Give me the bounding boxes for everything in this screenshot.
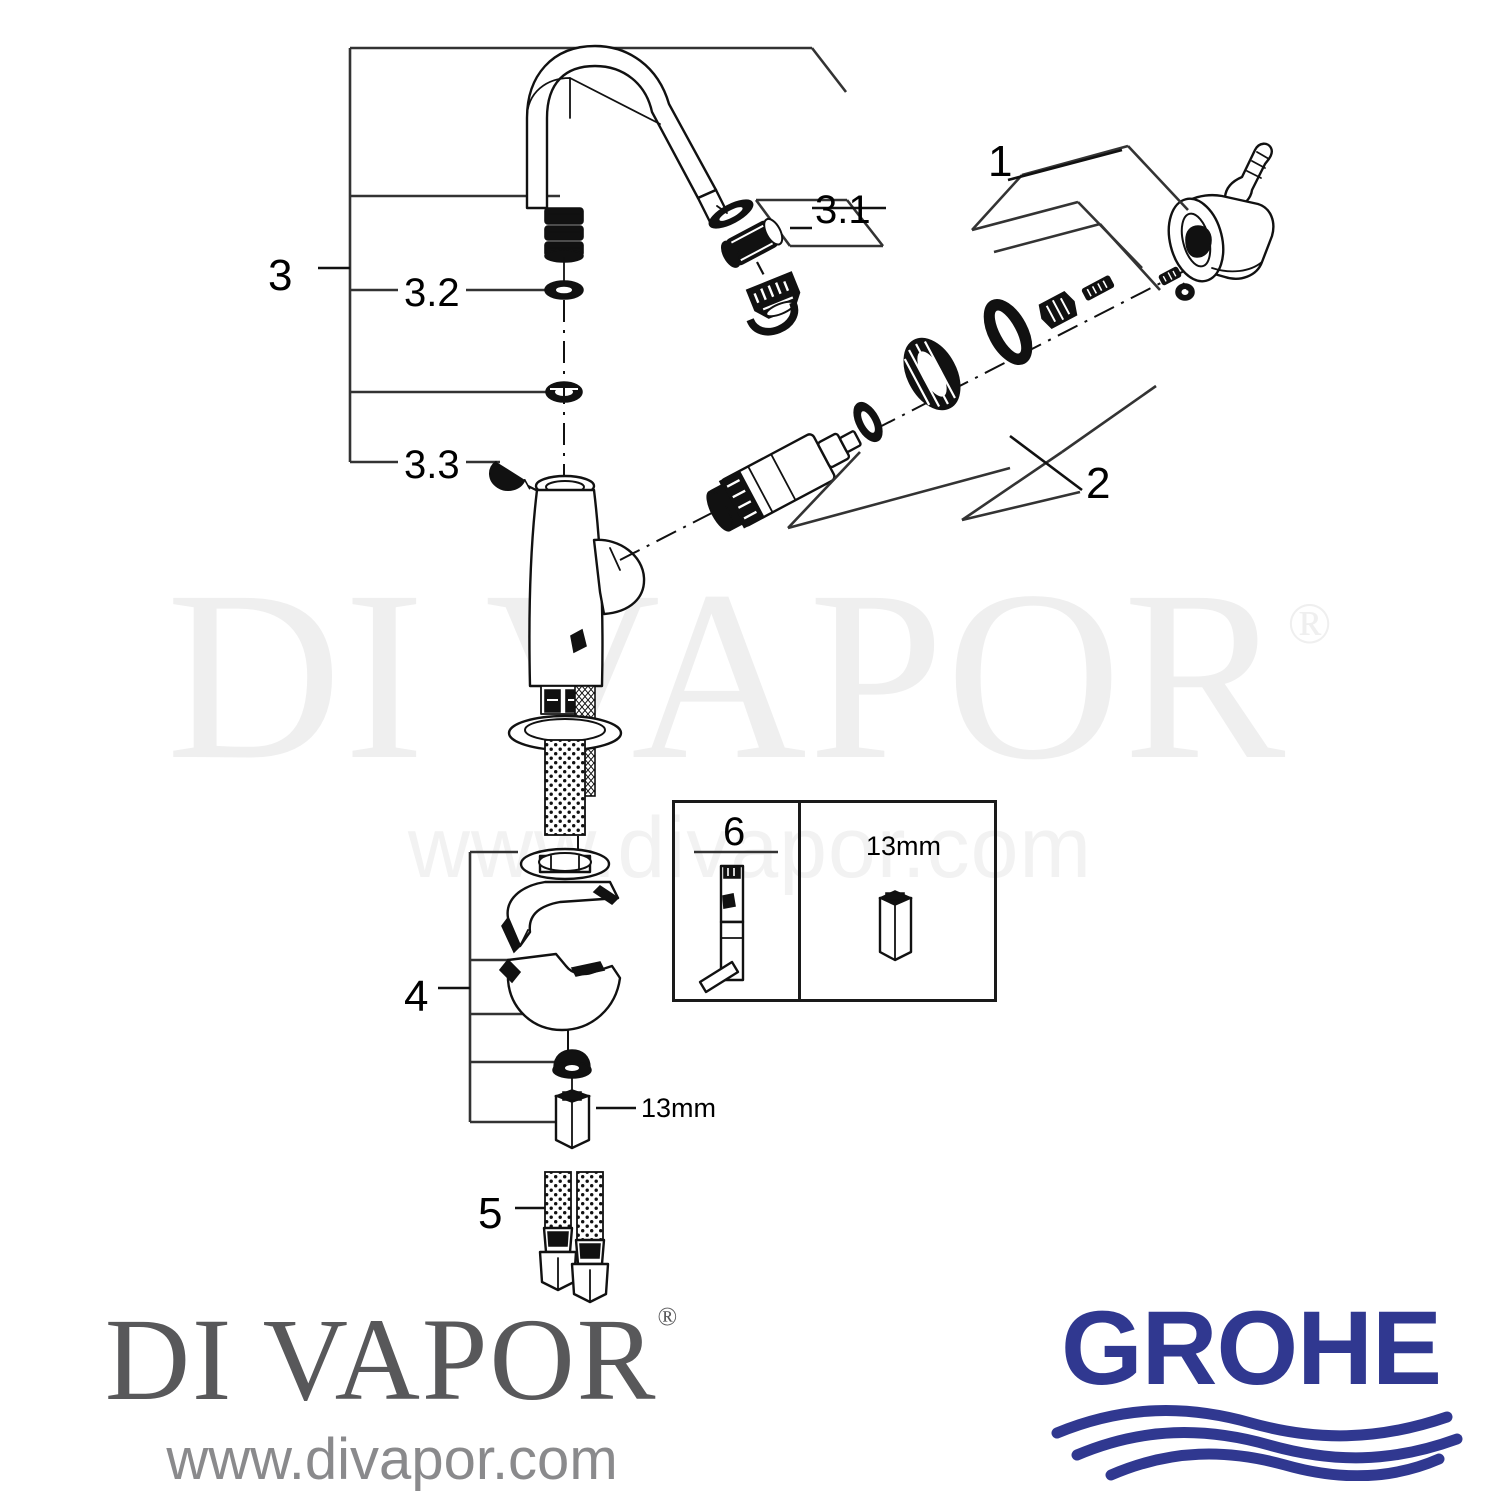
divapor-registered-icon: ® <box>657 1301 680 1331</box>
dimension-label-13mm-inset: 13mm <box>866 831 942 861</box>
spout-base-knurl <box>544 207 584 263</box>
spout-part <box>525 44 730 285</box>
handle-lever-part <box>1167 142 1275 291</box>
cartridge-chain <box>619 266 1195 561</box>
inset-panel <box>672 800 997 1002</box>
callout-label-2: 2 <box>1086 459 1111 508</box>
callout-label-3: 3 <box>268 251 293 300</box>
dimension-label-13mm-main: 13mm <box>641 1093 717 1123</box>
aerator-group <box>708 199 801 336</box>
flex-hoses-group <box>515 1171 610 1304</box>
callout-label-3-3: 3.3 <box>404 443 460 487</box>
dome-washer-part <box>552 1049 592 1079</box>
faucet-body-part <box>507 474 646 836</box>
o-ring-part <box>544 280 584 300</box>
leader-to-1 <box>1007 148 1123 182</box>
callout-label-3-1: 3.1 <box>815 188 871 232</box>
grohe-waves-icon <box>1051 1405 1463 1481</box>
callout-label-4: 4 <box>404 972 429 1021</box>
hex-nut-part <box>553 1089 592 1150</box>
bracket-group-3 <box>318 46 848 464</box>
grohe-logo: GROHE <box>1015 1296 1487 1492</box>
grohe-wordmark: GROHE <box>1060 1290 1442 1407</box>
callout-label-3-2: 3.2 <box>404 271 460 315</box>
callout-label-5: 5 <box>478 1189 503 1238</box>
bracket-group-1 <box>971 144 1189 291</box>
divapor-logo: DI VAPOR® www.divapor.com <box>22 1294 762 1493</box>
inset-label-6: 6 <box>723 810 746 854</box>
divapor-url: www.divapor.com <box>166 1427 618 1493</box>
inset-hex-socket-icon <box>878 890 913 962</box>
mounting-kit-group <box>438 847 636 1150</box>
inset-tool-icon <box>694 850 778 994</box>
divapor-wordmark: DI VAPOR® <box>104 1294 680 1425</box>
inset-panel-divider <box>798 800 801 1002</box>
callout-label-1: 1 <box>988 137 1013 186</box>
leader-to-2 <box>1009 434 1083 492</box>
